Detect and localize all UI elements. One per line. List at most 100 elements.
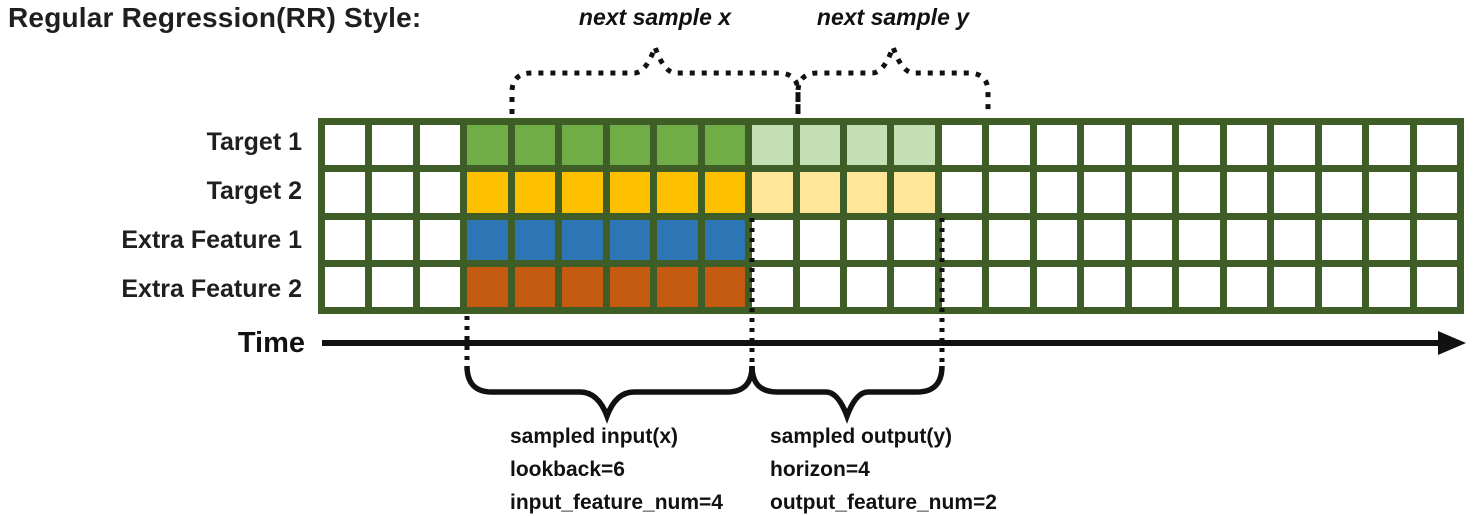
- grid-cell: [657, 125, 698, 166]
- grid-cell: [704, 219, 746, 260]
- grid-cell: [562, 172, 603, 213]
- grid-cell: [1321, 125, 1363, 166]
- grid-cell: [1321, 172, 1363, 213]
- grid-cell: [941, 219, 983, 260]
- grid-cell: [325, 125, 366, 166]
- input-feature-num-value: input_feature_num=4: [510, 491, 723, 514]
- grid-cell: [1084, 172, 1125, 213]
- grid-cell: [1084, 266, 1125, 307]
- grid-cell: [609, 172, 651, 213]
- grid-cell: [1036, 219, 1078, 260]
- grid-cell: [989, 266, 1030, 307]
- grid-cell: [325, 219, 366, 260]
- grid-cell: [752, 125, 793, 166]
- page-title: Regular Regression(RR) Style:: [8, 2, 422, 33]
- sampled-output-annotation: sampled output(y) horizon=4 output_featu…: [770, 420, 997, 516]
- grid-cell: [847, 266, 888, 307]
- grid-cell: [609, 266, 651, 307]
- grid-cell: [372, 266, 413, 307]
- grid-cell: [1321, 266, 1363, 307]
- grid-cell: [514, 219, 556, 260]
- grid-cell: [419, 172, 461, 213]
- next-sample-y-label: next sample y: [816, 4, 970, 30]
- grid-cell: [1131, 219, 1173, 260]
- grid-cell: [799, 266, 841, 307]
- grid-cell: [847, 125, 888, 166]
- grid-cell: [1226, 219, 1268, 260]
- grid-cell: [419, 219, 461, 260]
- sampled-output-brace: [749, 365, 945, 424]
- grid-cell: [467, 125, 508, 166]
- grid-cell: [1084, 125, 1125, 166]
- grid-cell: [704, 266, 746, 307]
- grid-cell: [1321, 219, 1363, 260]
- grid-cell: [752, 172, 793, 213]
- grid-cell: [1036, 172, 1078, 213]
- grid-cell: [514, 125, 556, 166]
- grid-cell: [989, 219, 1030, 260]
- grid-cell: [609, 125, 651, 166]
- grid-cell: [1226, 266, 1268, 307]
- sampled-input-brace: [464, 365, 755, 424]
- grid-cell: [372, 219, 413, 260]
- grid-cell: [704, 125, 746, 166]
- grid-cell: [799, 172, 841, 213]
- grid-cell: [941, 266, 983, 307]
- grid-cell: [1179, 125, 1220, 166]
- grid-cell: [657, 219, 698, 260]
- next-sample-y-brace: [795, 39, 991, 114]
- grid-cell: [1084, 219, 1125, 260]
- grid-cell: [1036, 266, 1078, 307]
- time-axis-arrowhead: [1438, 331, 1466, 355]
- grid-cell: [372, 125, 413, 166]
- grid-cell: [989, 125, 1030, 166]
- grid-cell: [1131, 172, 1173, 213]
- grid-cell: [752, 266, 793, 307]
- row-label: Target 1: [206, 128, 302, 156]
- grid-cell: [609, 219, 651, 260]
- grid-cell: [752, 219, 793, 260]
- grid-cell: [1274, 172, 1315, 213]
- grid-cell: [1416, 125, 1457, 166]
- grid-cell: [799, 219, 841, 260]
- grid-cell: [847, 172, 888, 213]
- grid-cell: [467, 219, 508, 260]
- grid-cell: [799, 125, 841, 166]
- grid-cell: [562, 266, 603, 307]
- grid-cell: [1131, 266, 1173, 307]
- grid-cell: [894, 172, 935, 213]
- grid-cell: [372, 172, 413, 213]
- grid-cell: [514, 172, 556, 213]
- grid-cell: [514, 266, 556, 307]
- grid-cell: [1369, 172, 1410, 213]
- sampled-input-annotation: sampled input(x) lookback=6 input_featur…: [510, 420, 723, 516]
- grid-cell: [1131, 125, 1173, 166]
- grid-cell: [467, 172, 508, 213]
- grid-cell: [1369, 266, 1410, 307]
- time-axis-label: Time: [237, 327, 305, 359]
- grid-cell: [1226, 172, 1268, 213]
- next-sample-x-label: next sample x: [578, 4, 732, 30]
- grid-cell: [657, 172, 698, 213]
- grid-cell: [325, 266, 366, 307]
- row-label: Extra Feature 1: [121, 226, 302, 254]
- grid-cell: [1226, 125, 1268, 166]
- grid-cell: [325, 172, 366, 213]
- output-feature-num-value: output_feature_num=2: [770, 491, 997, 514]
- grid-cell: [894, 266, 935, 307]
- grid-cell: [419, 266, 461, 307]
- grid-cell: [467, 266, 508, 307]
- row-label: Extra Feature 2: [121, 275, 302, 303]
- grid-cell: [1369, 125, 1410, 166]
- grid-cell: [562, 125, 603, 166]
- grid-cell: [1179, 172, 1220, 213]
- grid-cell: [1416, 219, 1457, 260]
- grid-cell: [1179, 266, 1220, 307]
- grid-cell: [704, 172, 746, 213]
- grid-cell: [1274, 219, 1315, 260]
- grid-cell: [1274, 266, 1315, 307]
- horizon-value: horizon=4: [770, 458, 870, 481]
- grid-cell: [989, 172, 1030, 213]
- grid-cell: [419, 125, 461, 166]
